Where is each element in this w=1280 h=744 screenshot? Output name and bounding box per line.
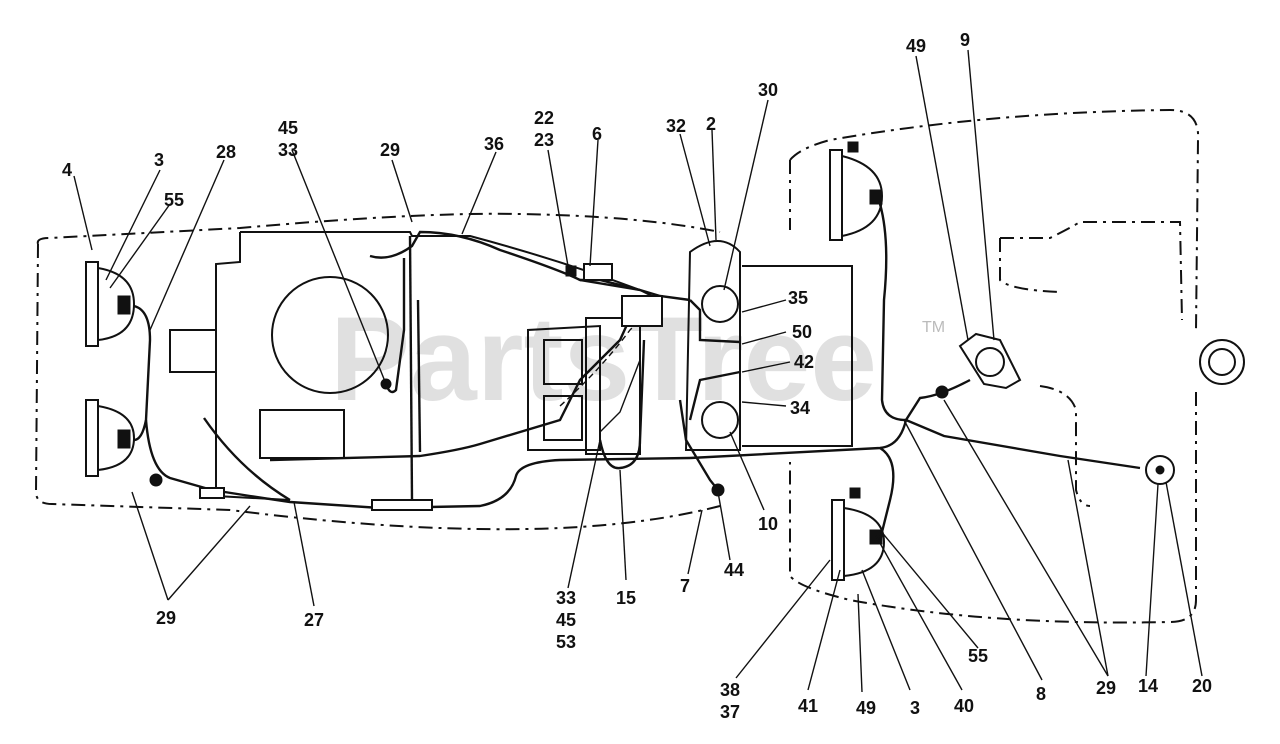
callout-45-top: 45 [278, 118, 298, 138]
switch-30 [701, 285, 739, 323]
callout-15: 15 [616, 588, 636, 608]
callout-33-top: 33 [278, 140, 298, 160]
callout-37: 37 [720, 702, 740, 722]
callout-45-bottom: 45 [556, 610, 576, 630]
callout-8: 8 [1036, 684, 1046, 704]
callout-38: 38 [720, 680, 740, 700]
callout-42: 42 [794, 352, 814, 372]
connector-14 [1145, 455, 1175, 485]
callout-23: 23 [534, 130, 554, 150]
callout-29-front: 29 [156, 608, 176, 628]
callout-6: 6 [592, 124, 602, 144]
callout-22: 22 [534, 108, 554, 128]
callout-32: 32 [666, 116, 686, 136]
callout-36: 36 [484, 134, 504, 154]
tail-light-lower [831, 487, 886, 581]
callout-40: 40 [954, 696, 974, 716]
callout-29-top: 29 [380, 140, 400, 160]
callout-55-front: 55 [164, 190, 184, 210]
tail-light-upper [829, 141, 884, 241]
headlight-upper [85, 261, 136, 347]
dashboard-panel [527, 240, 853, 455]
callout-3-front: 3 [154, 150, 164, 170]
callout-14: 14 [1138, 676, 1158, 696]
callout-27: 27 [304, 610, 324, 630]
callout-49-bottom: 49 [856, 698, 876, 718]
callout-30: 30 [758, 80, 778, 100]
callout-9: 9 [960, 30, 970, 50]
relay-block [621, 295, 663, 327]
callout-55-rear: 55 [968, 646, 988, 666]
callout-41: 41 [798, 696, 818, 716]
callout-4: 4 [62, 160, 72, 180]
callout-33-bottom: 33 [556, 588, 576, 608]
headlight-lower [85, 399, 136, 477]
wiring-harness [133, 203, 1141, 541]
ring-20 [1199, 339, 1245, 385]
callout-53: 53 [556, 632, 576, 652]
callout-10: 10 [758, 514, 778, 534]
callout-28: 28 [216, 142, 236, 162]
callout-2: 2 [706, 114, 716, 134]
leader-lines [73, 49, 1203, 693]
callout-44: 44 [724, 560, 744, 580]
callout-35: 35 [788, 288, 808, 308]
callout-labels: 4 3 55 28 45 33 29 36 22 23 6 32 2 30 49… [62, 30, 1212, 722]
flywheel [271, 276, 389, 394]
callout-50: 50 [792, 322, 812, 342]
callout-3-rear: 3 [910, 698, 920, 718]
watermark: PartsTree [330, 292, 877, 426]
callout-20: 20 [1192, 676, 1212, 696]
tractor-body-outline [34, 108, 1200, 624]
seat-switch-9 [958, 332, 1022, 390]
callout-49-top: 49 [906, 36, 926, 56]
callout-34: 34 [790, 398, 810, 418]
callout-29-rear: 29 [1096, 678, 1116, 698]
switch-10 [701, 401, 739, 439]
callout-7: 7 [680, 576, 690, 596]
trademark-mark: TM [922, 319, 945, 336]
